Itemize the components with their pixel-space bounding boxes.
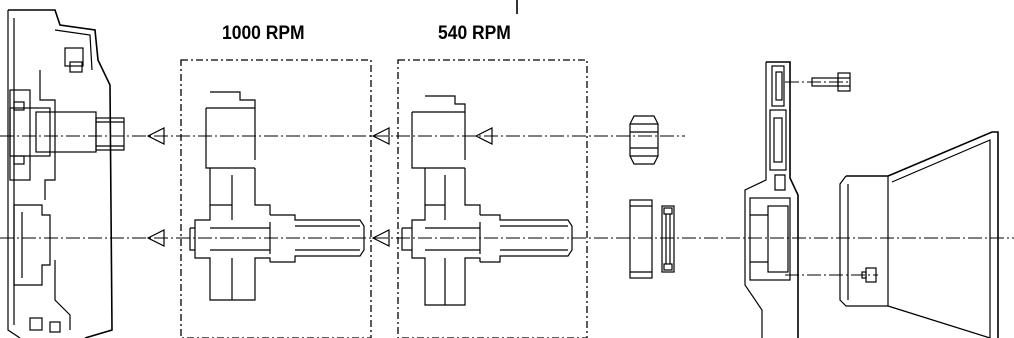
label-1000-rpm: 1000 RPM	[222, 23, 305, 44]
shaft-540-rpm	[401, 95, 573, 306]
label-540-rpm: 540 RPM	[438, 23, 511, 44]
arrow-lower-2	[371, 229, 390, 247]
small-screw	[861, 267, 877, 283]
hex-nut	[629, 115, 659, 165]
pto-guard	[839, 131, 999, 338]
arrow-upper-3	[474, 127, 493, 145]
seal-ring	[661, 205, 675, 273]
shaft-1000-rpm	[189, 91, 365, 301]
box-1000-rpm	[180, 59, 372, 338]
spacer-ring	[629, 199, 653, 279]
arrow-upper-2	[371, 127, 390, 145]
cover-plate	[744, 61, 799, 338]
bolt	[811, 72, 851, 92]
arrow-lower-1	[146, 229, 165, 247]
gearbox-housing	[7, 9, 125, 338]
arrow-upper-1	[146, 127, 165, 145]
box-540-rpm	[397, 59, 588, 338]
